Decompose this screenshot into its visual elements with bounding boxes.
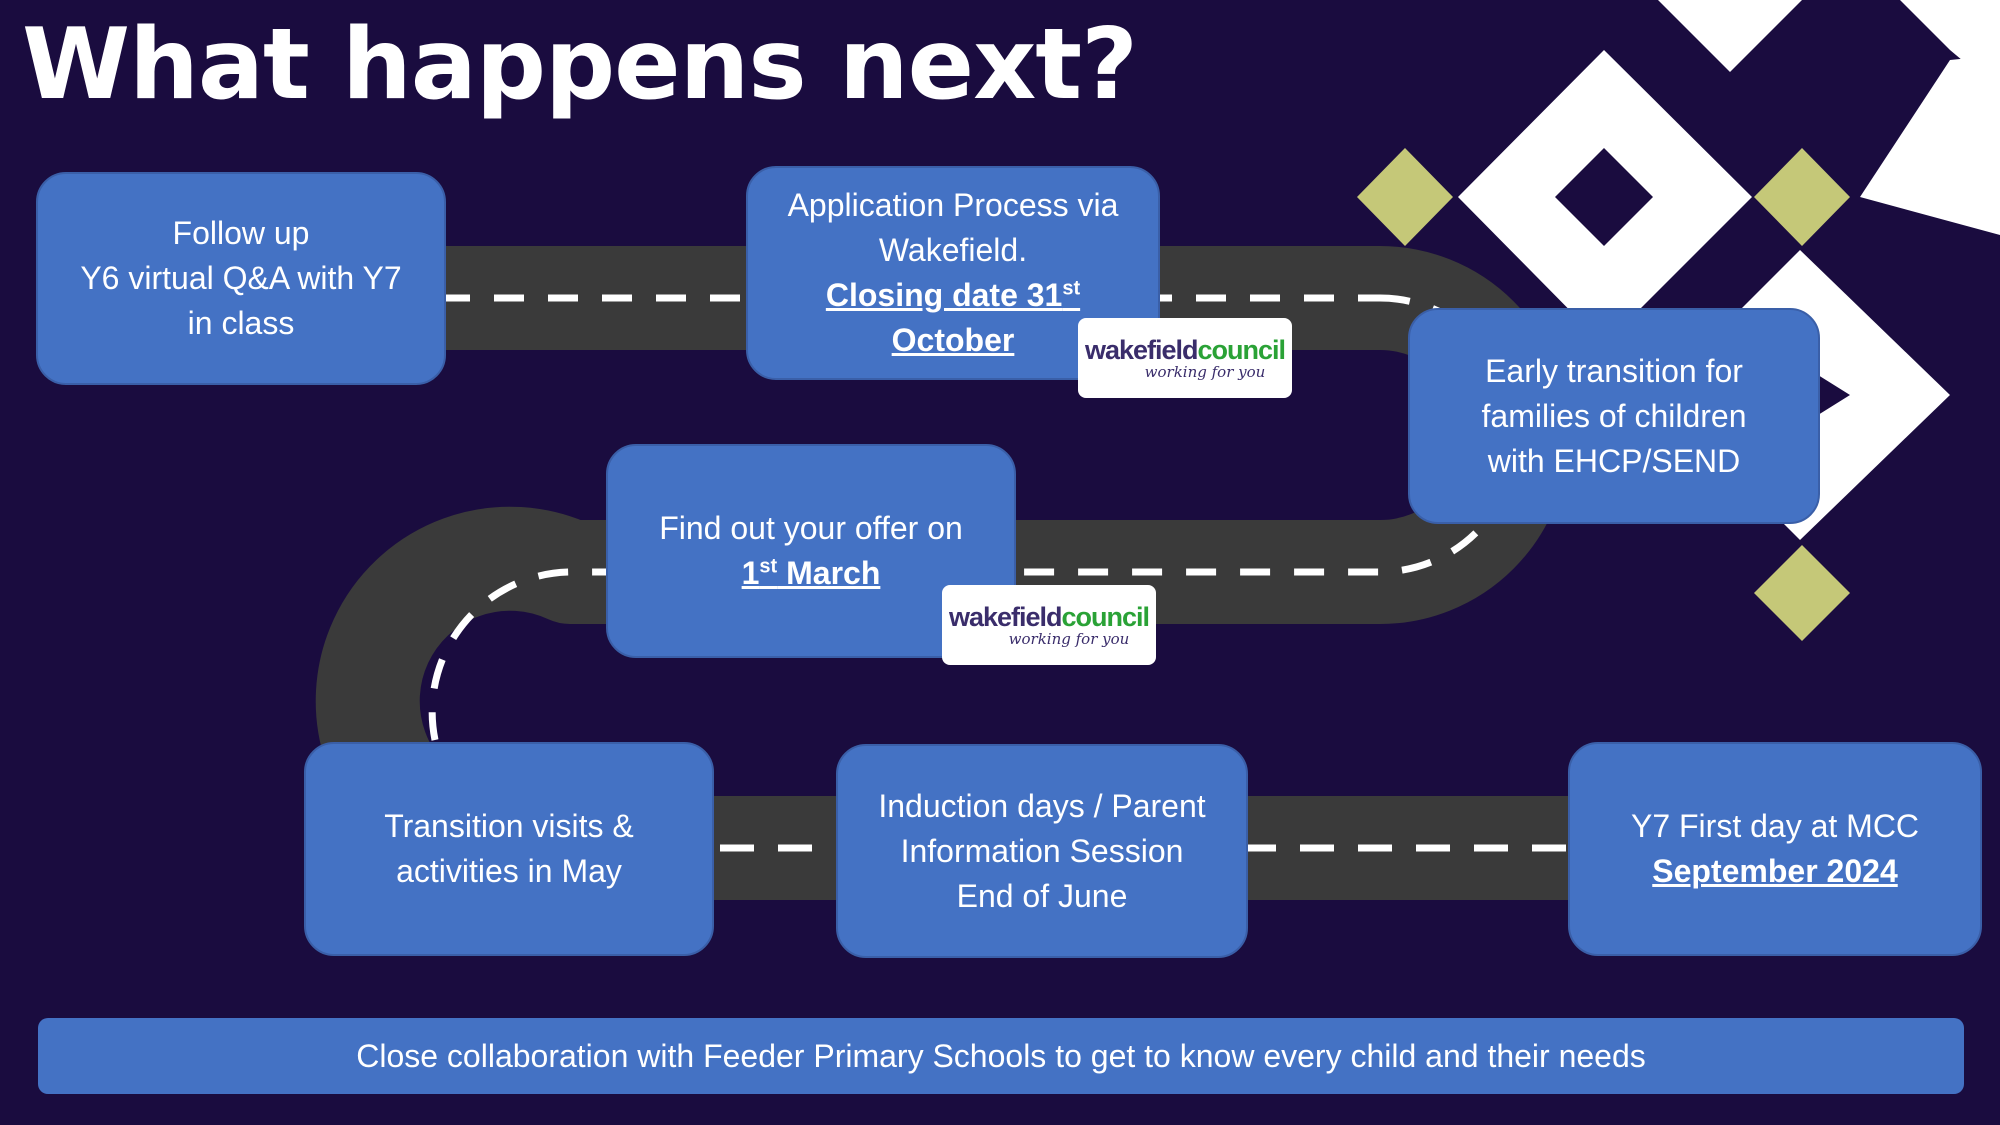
logo-name-part-2: council — [1061, 602, 1151, 632]
logo-wordmark: wakefieldcouncil — [1084, 335, 1287, 365]
first-day-date: September 2024 — [1652, 853, 1898, 889]
application-line-2: Wakefield. — [878, 232, 1028, 268]
step-follow-up-line-2: Y6 virtual Q&A with Y7 — [80, 260, 402, 296]
footer-banner: Close collaboration with Feeder Primary … — [38, 1018, 1964, 1094]
logo-name-part-1: wakefield — [1084, 335, 1199, 365]
early-transition-line-2: families of children — [1481, 397, 1747, 434]
step-early-transition: Early transition for families of childre… — [1408, 308, 1820, 524]
step-induction-days: Induction days / Parent Information Sess… — [836, 744, 1248, 958]
transition-visits-line-1: Transition visits & — [384, 808, 634, 844]
closing-date-text: Closing date 31 — [825, 277, 1063, 313]
logo-name-part-2: council — [1197, 335, 1287, 365]
white-diamond-ring — [1458, 50, 1752, 345]
induction-line-3: End of June — [956, 877, 1128, 914]
early-transition-line-3: with EHCP/SEND — [1487, 442, 1741, 479]
olive-diamond-bottom — [1754, 545, 1850, 641]
early-transition-line-1: Early transition for — [1485, 352, 1743, 389]
olive-diamond-left — [1357, 148, 1453, 246]
closing-date-suffix: st — [1062, 277, 1081, 300]
offer-day: 1 — [741, 555, 760, 591]
page-title: What happens next? — [22, 8, 1138, 122]
white-diamond-right — [1860, 55, 2000, 235]
step-transition-visits: Transition visits & activities in May — [304, 742, 714, 956]
step-follow-up-line-1: Follow up — [172, 215, 310, 251]
logo-tagline: working for you — [1008, 630, 1130, 648]
step-first-day: Y7 First day at MCC September 2024 — [1568, 742, 1982, 956]
induction-line-1: Induction days / Parent — [878, 787, 1206, 824]
step-find-offer: Find out your offer on 1st March — [606, 444, 1016, 658]
application-closing-month: October — [891, 322, 1015, 358]
first-day-line-1: Y7 First day at MCC — [1630, 808, 1920, 844]
logo-tagline: working for you — [1144, 363, 1266, 381]
wakefield-council-logo: wakefieldcouncil working for you — [1078, 318, 1292, 398]
olive-diamond-center — [1754, 148, 1850, 246]
transition-visits-line-2: activities in May — [396, 853, 622, 889]
offer-day-suffix: st — [759, 555, 778, 578]
offer-date: 1st March — [742, 551, 881, 596]
induction-line-2: Information Session — [900, 832, 1184, 869]
offer-month: March — [777, 555, 881, 591]
step-follow-up-line-3: in class — [187, 305, 295, 341]
white-diamond-top — [1658, 0, 1802, 72]
offer-line-1: Find out your offer on — [659, 510, 963, 546]
step-follow-up: Follow up Y6 virtual Q&A with Y7 in clas… — [36, 172, 446, 385]
application-closing-date: Closing date 31st — [826, 273, 1080, 318]
logo-name-part-1: wakefield — [948, 602, 1063, 632]
logo-wordmark: wakefieldcouncil — [948, 602, 1151, 632]
wakefield-council-logo: wakefieldcouncil working for you — [942, 585, 1156, 665]
application-line-1: Application Process via — [787, 187, 1119, 223]
